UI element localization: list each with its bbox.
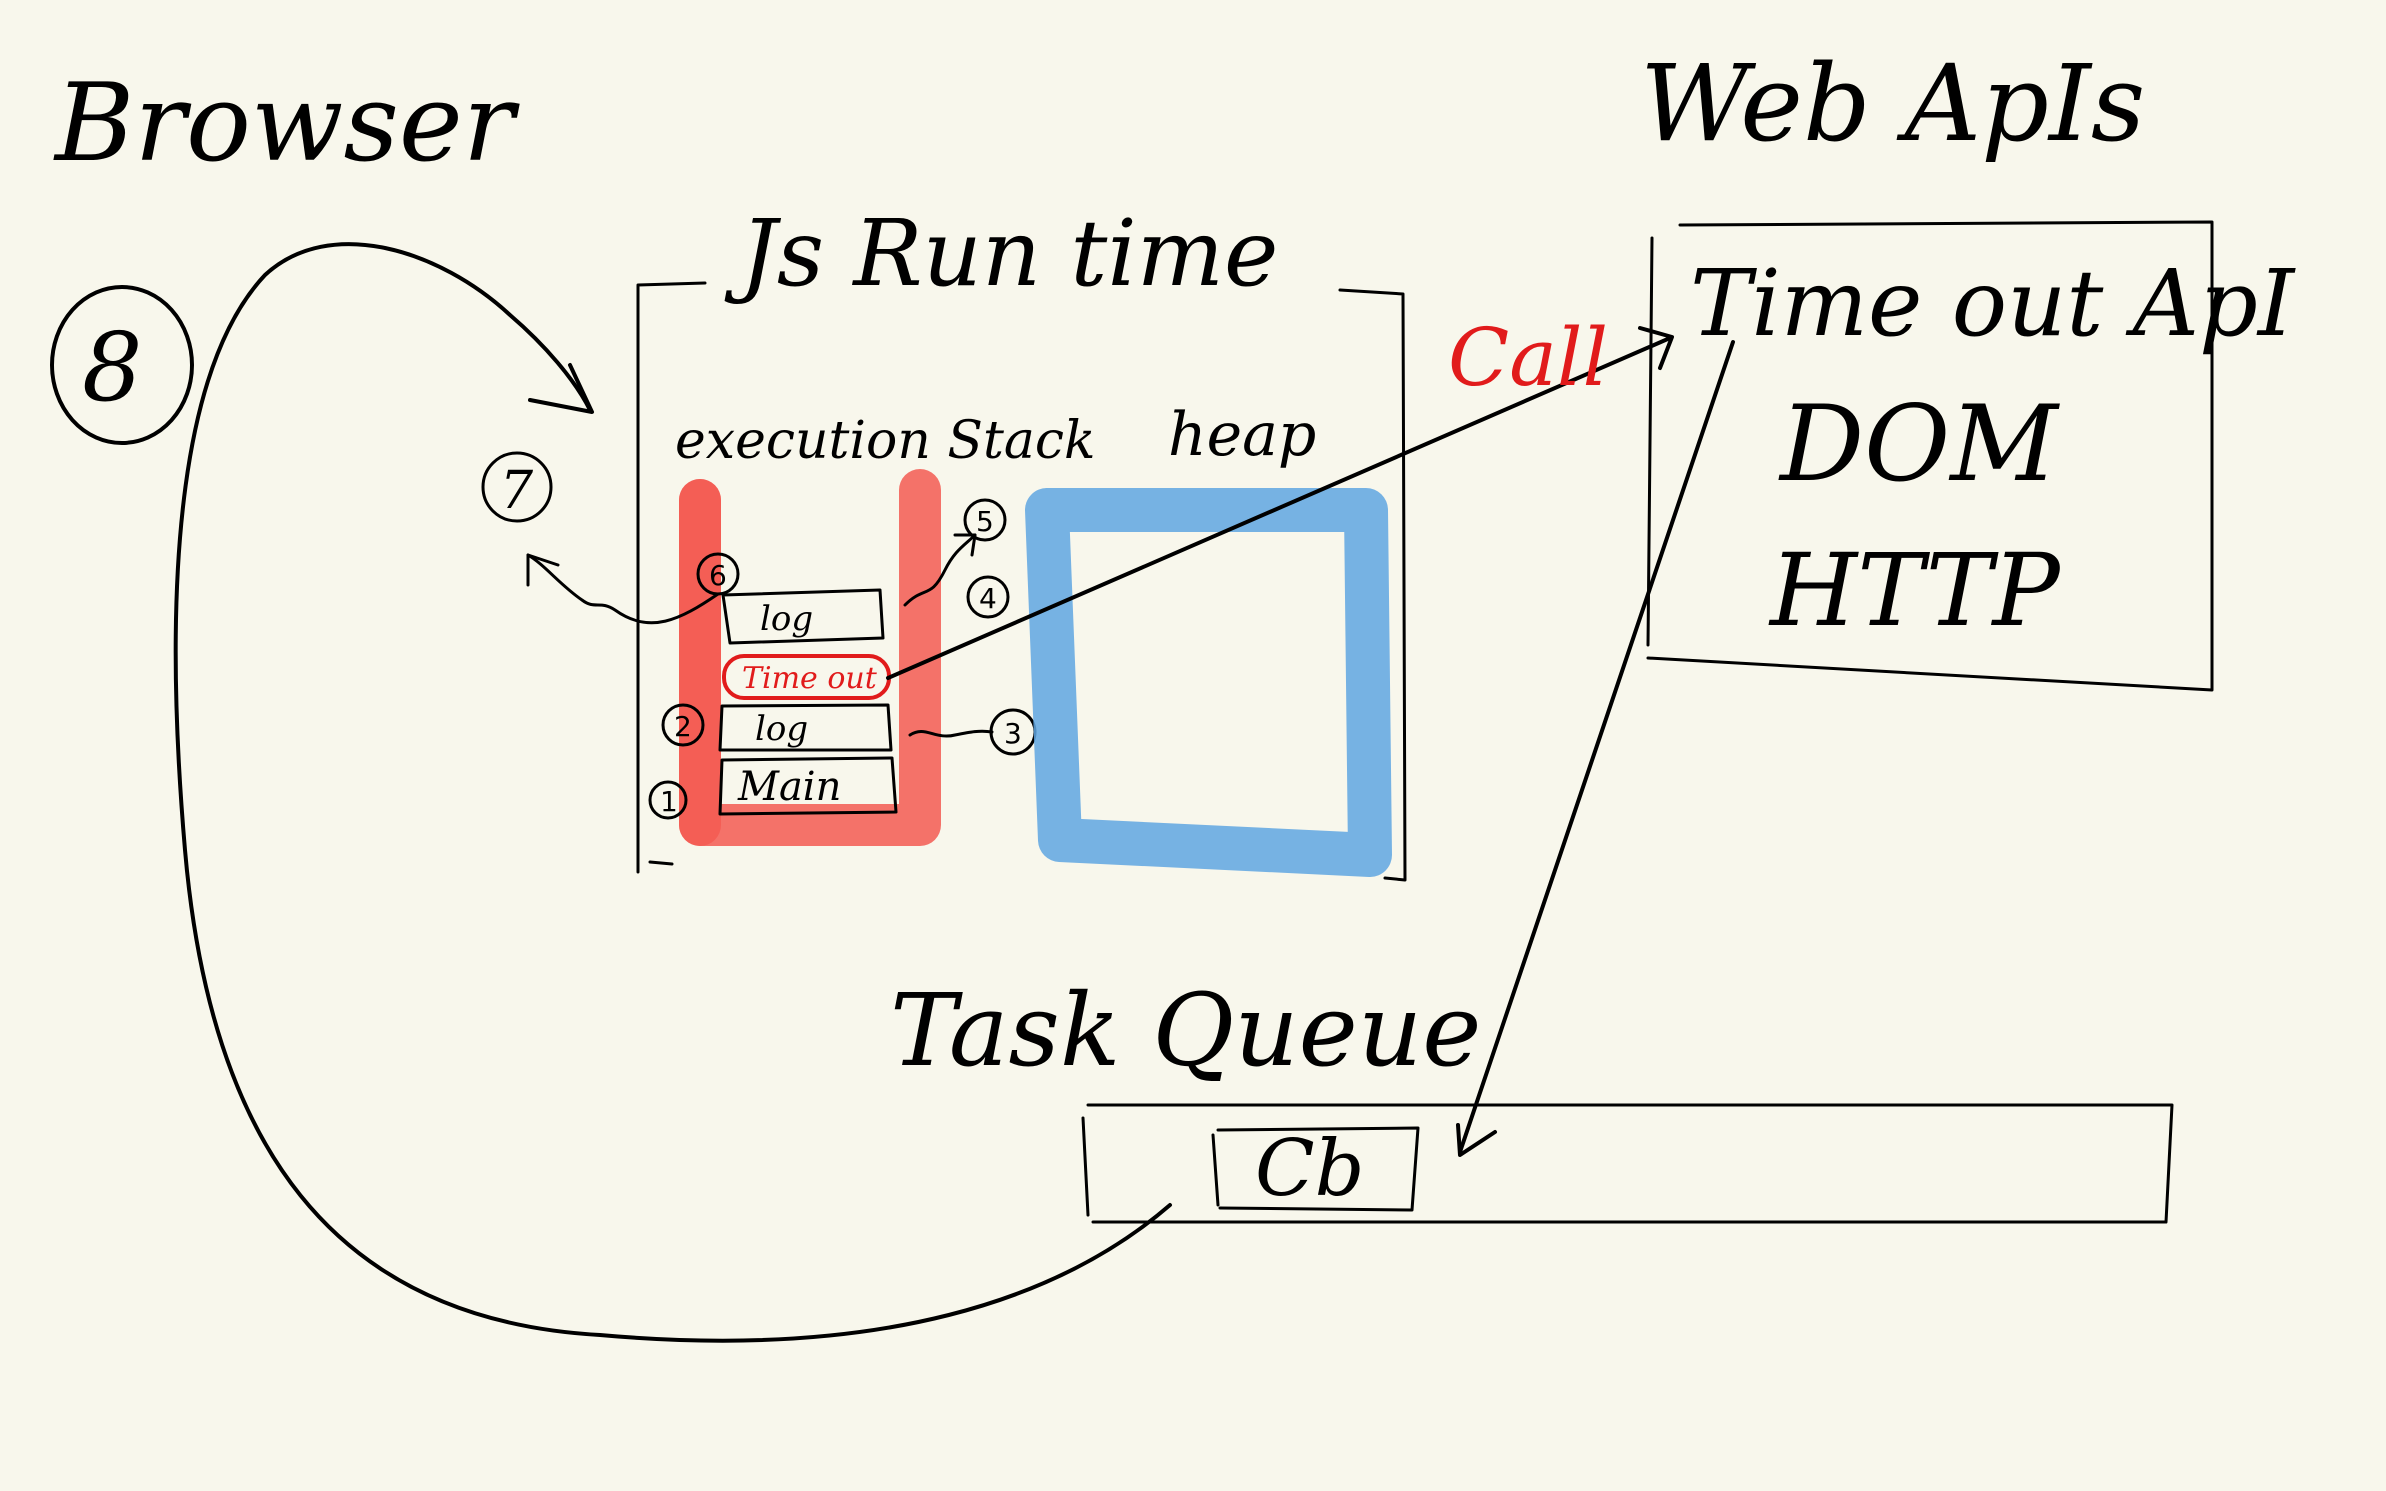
callback-enqueue-arrow bbox=[1458, 340, 1735, 1154]
stack-frame-log-bottom: log bbox=[718, 703, 893, 752]
title-js-runtime: Js Run time bbox=[724, 200, 1278, 307]
title-browser: Browser bbox=[53, 61, 520, 186]
step-4: 4 bbox=[966, 575, 1010, 619]
title-web-apis: Web ApIs bbox=[1640, 42, 2145, 165]
step-5: 5 bbox=[963, 498, 1007, 542]
stack-frame-label: Time out bbox=[742, 661, 878, 696]
heap-box bbox=[1025, 488, 1392, 877]
web-apis-box bbox=[1646, 220, 2214, 692]
step-3: 3 bbox=[989, 708, 1037, 756]
browser-marker-text: 8 bbox=[82, 313, 142, 423]
svg-text:5: 5 bbox=[976, 505, 994, 538]
loop-marker-text: 7 bbox=[500, 461, 534, 521]
web-api-http: HTTP bbox=[1768, 532, 2061, 649]
task-queue-item-label: Cb bbox=[1255, 1124, 1365, 1214]
svg-text:2: 2 bbox=[674, 710, 692, 743]
log-arrow-5 bbox=[903, 533, 977, 607]
stack-frame-main: Main bbox=[718, 756, 898, 816]
call-label: Call bbox=[1448, 311, 1608, 404]
heap-label: heap bbox=[1168, 400, 1316, 470]
execution-stack-label: execution Stack bbox=[675, 411, 1096, 471]
call-arrow bbox=[886, 336, 1672, 680]
loop-marker: 7 bbox=[481, 451, 553, 523]
web-api-timeout: Time out ApI bbox=[1690, 250, 2296, 357]
browser-marker: 8 bbox=[50, 285, 194, 445]
title-task-queue: Task Queue bbox=[890, 972, 1481, 1089]
task-queue-item-cb: Cb bbox=[1211, 1124, 1420, 1214]
stack-frame-label: log bbox=[760, 599, 813, 639]
log-arrow-3 bbox=[908, 729, 994, 738]
callback-enqueue-arrowhead bbox=[1456, 1123, 1497, 1157]
step-1: 1 bbox=[648, 780, 688, 820]
task-queue-box bbox=[1081, 1103, 2174, 1224]
svg-text:6: 6 bbox=[709, 559, 727, 592]
runtime-bracket-bottom-mark bbox=[648, 860, 674, 866]
svg-text:1: 1 bbox=[660, 785, 678, 818]
stack-frame-log-top: log bbox=[721, 588, 885, 645]
event-loop-arrow bbox=[173, 242, 1172, 1343]
stack-frame-timeout: Time out bbox=[722, 654, 891, 700]
log-arrowhead-5 bbox=[953, 533, 977, 557]
stack-frame-label: Main bbox=[737, 764, 841, 810]
web-api-dom: DOM bbox=[1778, 383, 2060, 505]
svg-text:4: 4 bbox=[979, 582, 997, 615]
step-2: 2 bbox=[661, 703, 705, 747]
event-loop-arrowhead bbox=[528, 363, 594, 414]
log-output-arrow-6 bbox=[526, 553, 720, 625]
svg-text:3: 3 bbox=[1004, 717, 1022, 750]
stack-frame-label: log bbox=[755, 709, 808, 749]
log-output-arrowhead-6 bbox=[526, 553, 560, 587]
runtime-bracket bbox=[636, 281, 1407, 882]
